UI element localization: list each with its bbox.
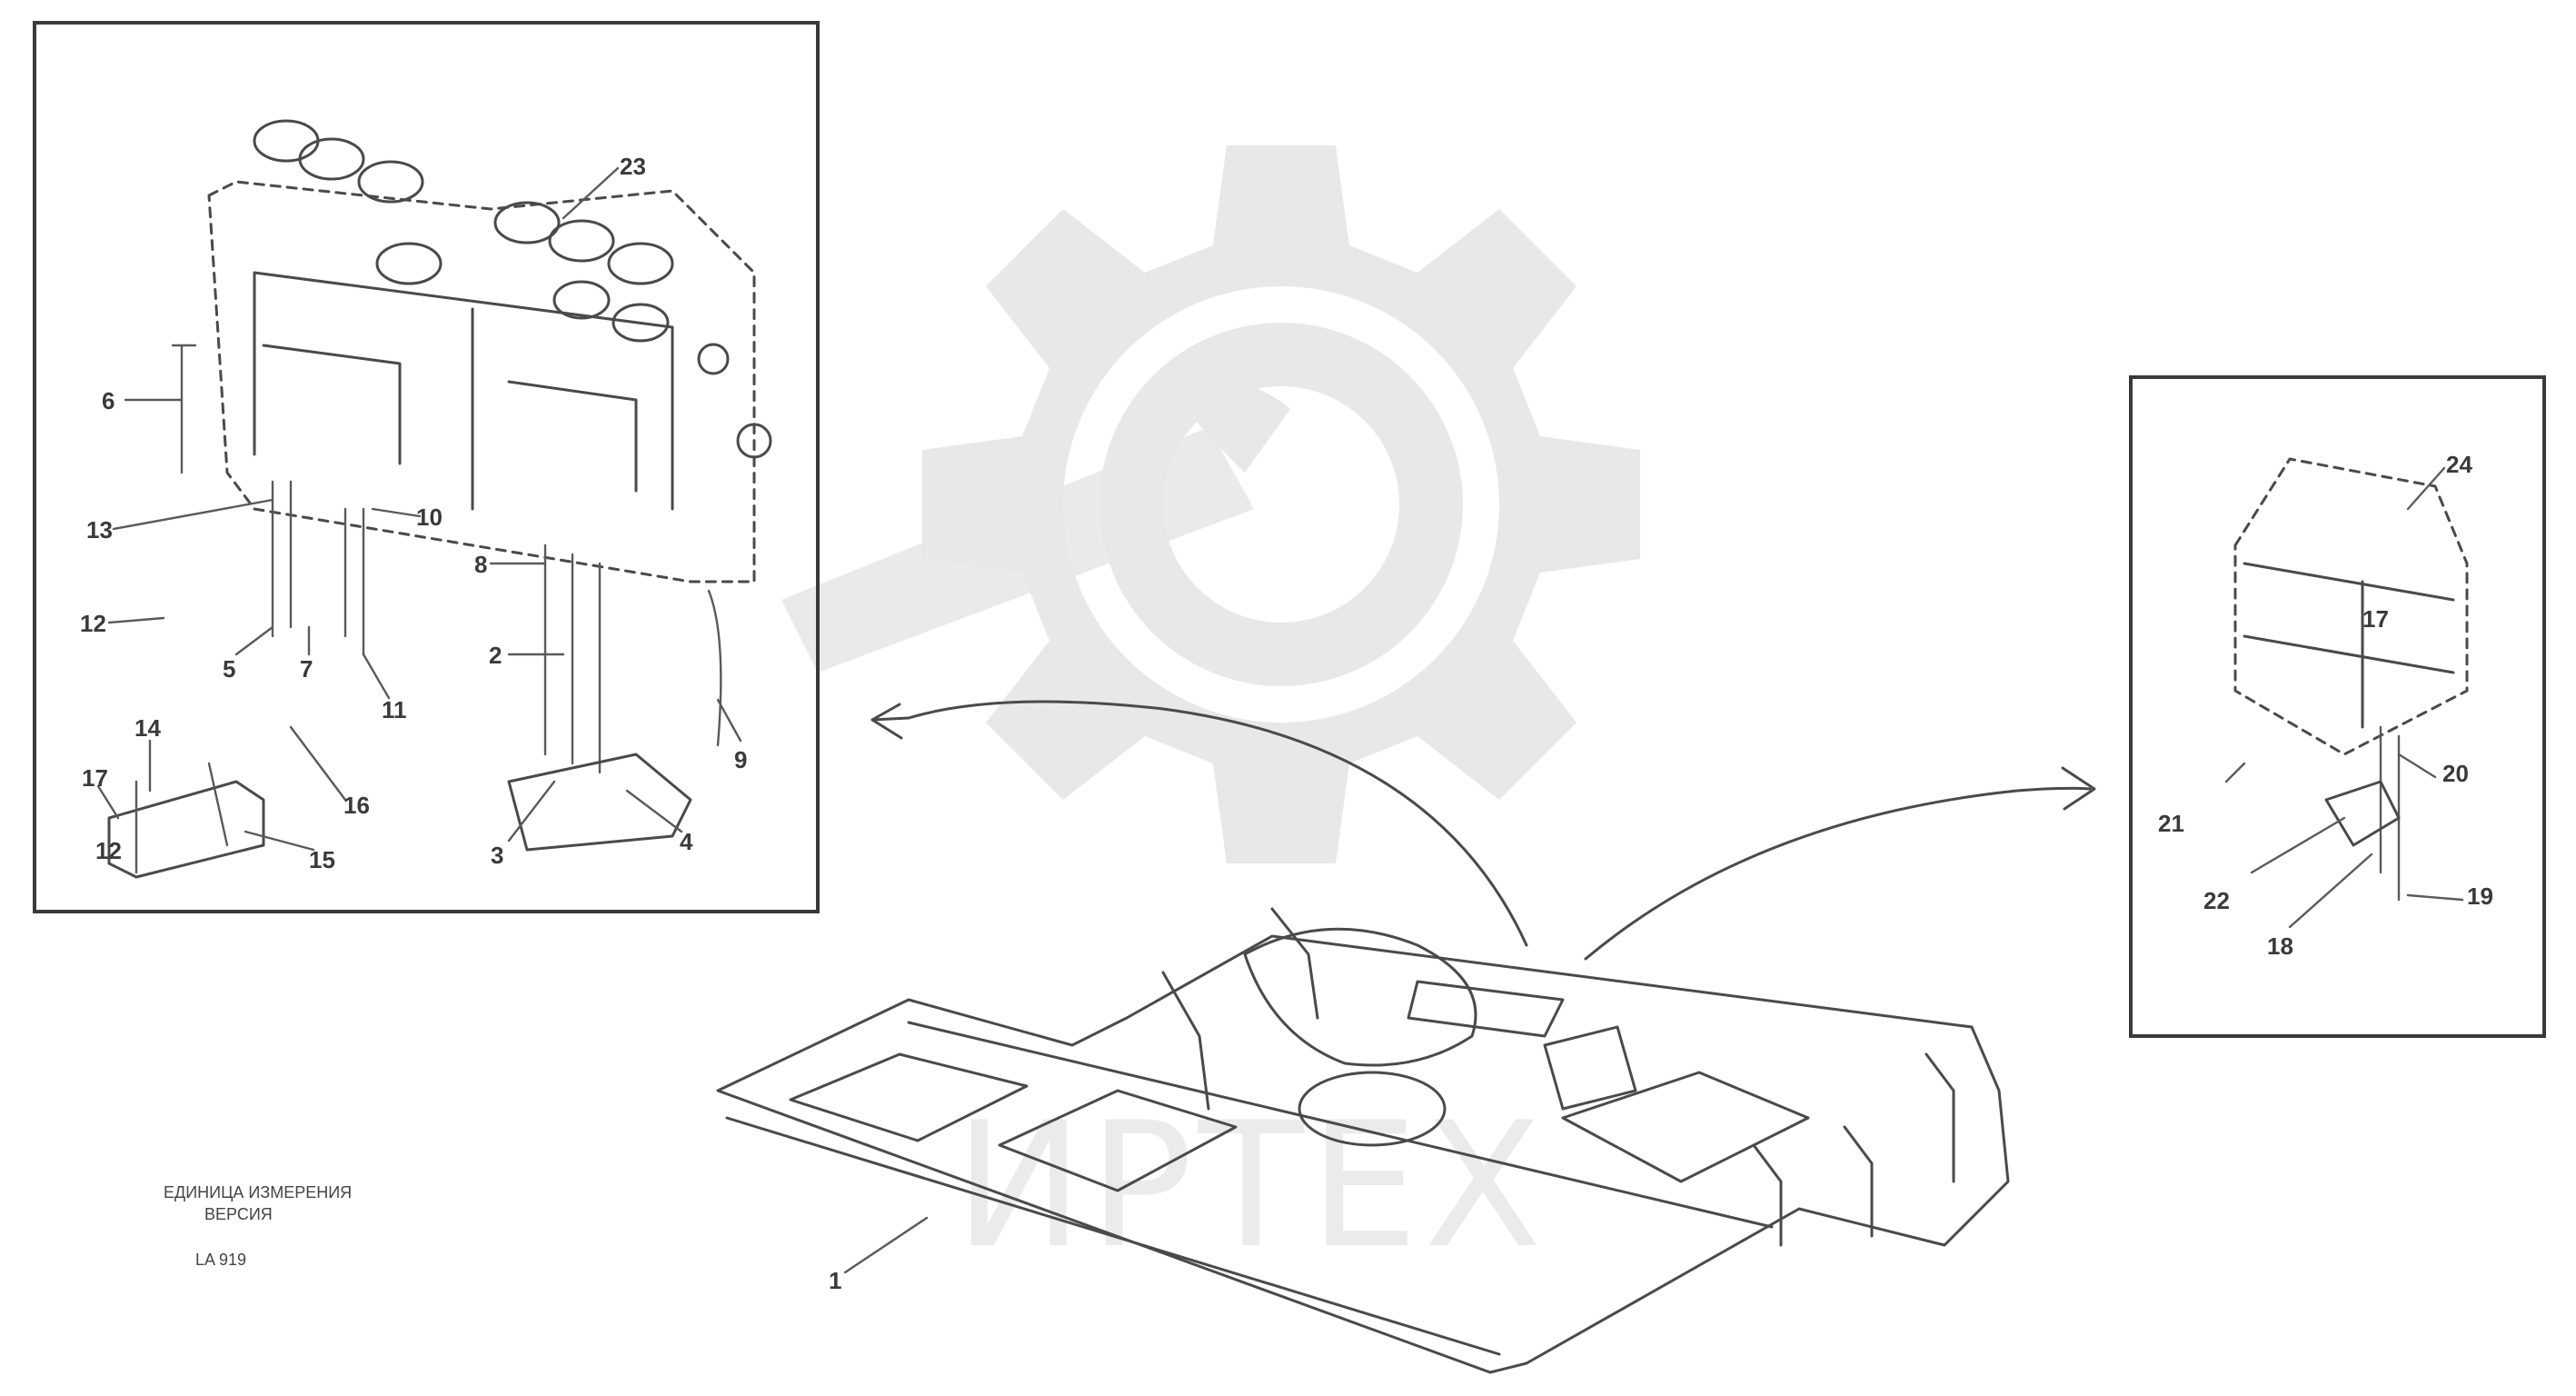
watermark-text: ИРТЕХ xyxy=(954,1085,1547,1286)
swivel-ring xyxy=(1298,1071,1447,1147)
valve-block-faces xyxy=(262,344,638,493)
bracket-right xyxy=(1543,1025,1637,1111)
callout-20: 20 xyxy=(2442,760,2469,787)
arrow-head-left-icon xyxy=(870,703,910,740)
valve-block-edges-right xyxy=(2243,562,2455,729)
callout-22: 22 xyxy=(2203,887,2230,914)
main-frame-assembly: 1 xyxy=(716,907,2010,1374)
frame-opening-2 xyxy=(998,1089,1238,1192)
rear-posts xyxy=(1752,1052,1955,1247)
bolt-6 xyxy=(171,344,197,474)
callout-15: 15 xyxy=(309,846,335,873)
callout-4: 4 xyxy=(680,828,693,855)
fitting-right xyxy=(2324,780,2401,847)
frame-opening-1 xyxy=(789,1052,1029,1142)
callout-5: 5 xyxy=(223,655,235,683)
right-panel-frame xyxy=(2129,375,2546,1038)
callout-24: 24 xyxy=(2446,451,2472,478)
callout-13: 13 xyxy=(86,516,113,543)
arrow-head-right-icon xyxy=(2061,766,2096,811)
bolts-left xyxy=(271,480,365,656)
hose-right xyxy=(707,589,722,747)
arrow-to-right-panel xyxy=(1584,786,2092,961)
right-detail-panel: 24 17 21 20 22 19 18 xyxy=(2129,375,2546,1038)
left-panel-frame xyxy=(33,21,820,913)
left-detail-panel: 23 6 13 10 12 8 2 3 4 9 11 5 7 14 17 15 … xyxy=(33,21,820,913)
reference-line-2: ВЕРСИЯ xyxy=(204,1205,273,1223)
fitting-assembly xyxy=(107,780,265,879)
callout-21: 21 xyxy=(2158,810,2184,837)
callout-23: 23 xyxy=(620,153,646,180)
callout-6: 6 xyxy=(102,387,114,414)
callout-17-right: 17 xyxy=(2362,605,2389,633)
callout-14: 14 xyxy=(134,714,161,742)
solenoid-caps xyxy=(253,119,772,459)
reference-block: ЕДИНИЦА ИЗМЕРЕНИЯ ВЕРСИЯ LA 919 xyxy=(164,1183,352,1269)
callout-12: 12 xyxy=(80,610,106,637)
callout-11: 11 xyxy=(382,696,407,723)
callout-9: 9 xyxy=(734,746,747,773)
brackets xyxy=(1161,907,1319,1111)
reference-code: LA 919 xyxy=(195,1251,246,1269)
leader-lines-left xyxy=(96,166,742,852)
frame-rails xyxy=(725,1021,1774,1356)
callout-19: 19 xyxy=(2467,882,2493,910)
valve-block-outline xyxy=(207,180,756,583)
detail-arrows xyxy=(870,700,2096,961)
callout-3: 3 xyxy=(491,842,503,869)
valve-mount xyxy=(1243,927,1477,1067)
leader-1 xyxy=(843,1216,929,1274)
manifold-fitting xyxy=(507,753,692,852)
fitting-studs xyxy=(134,762,229,874)
callout-2: 2 xyxy=(489,642,502,669)
bolts-center xyxy=(543,543,602,774)
callout-7: 7 xyxy=(300,655,313,683)
frame-outline xyxy=(716,934,2010,1374)
callout-18: 18 xyxy=(2267,932,2293,960)
callout-8: 8 xyxy=(474,551,487,578)
frame-opening-4 xyxy=(1407,980,1565,1038)
frame-opening-3 xyxy=(1561,1071,1810,1183)
callout-17: 17 xyxy=(82,764,108,792)
valve-block-edges xyxy=(253,271,674,511)
watermark-gear-icon xyxy=(781,145,1640,863)
callout-10: 10 xyxy=(416,504,443,531)
arrow-to-left-panel xyxy=(907,700,1528,947)
valve-block-outline-right xyxy=(2233,457,2469,756)
callout-1: 1 xyxy=(829,1267,841,1294)
leader-lines-right xyxy=(2224,466,2464,929)
callout-12b: 12 xyxy=(95,837,122,864)
reference-line-1: ЕДИНИЦА ИЗМЕРЕНИЯ xyxy=(164,1183,352,1202)
callout-16: 16 xyxy=(343,792,370,819)
